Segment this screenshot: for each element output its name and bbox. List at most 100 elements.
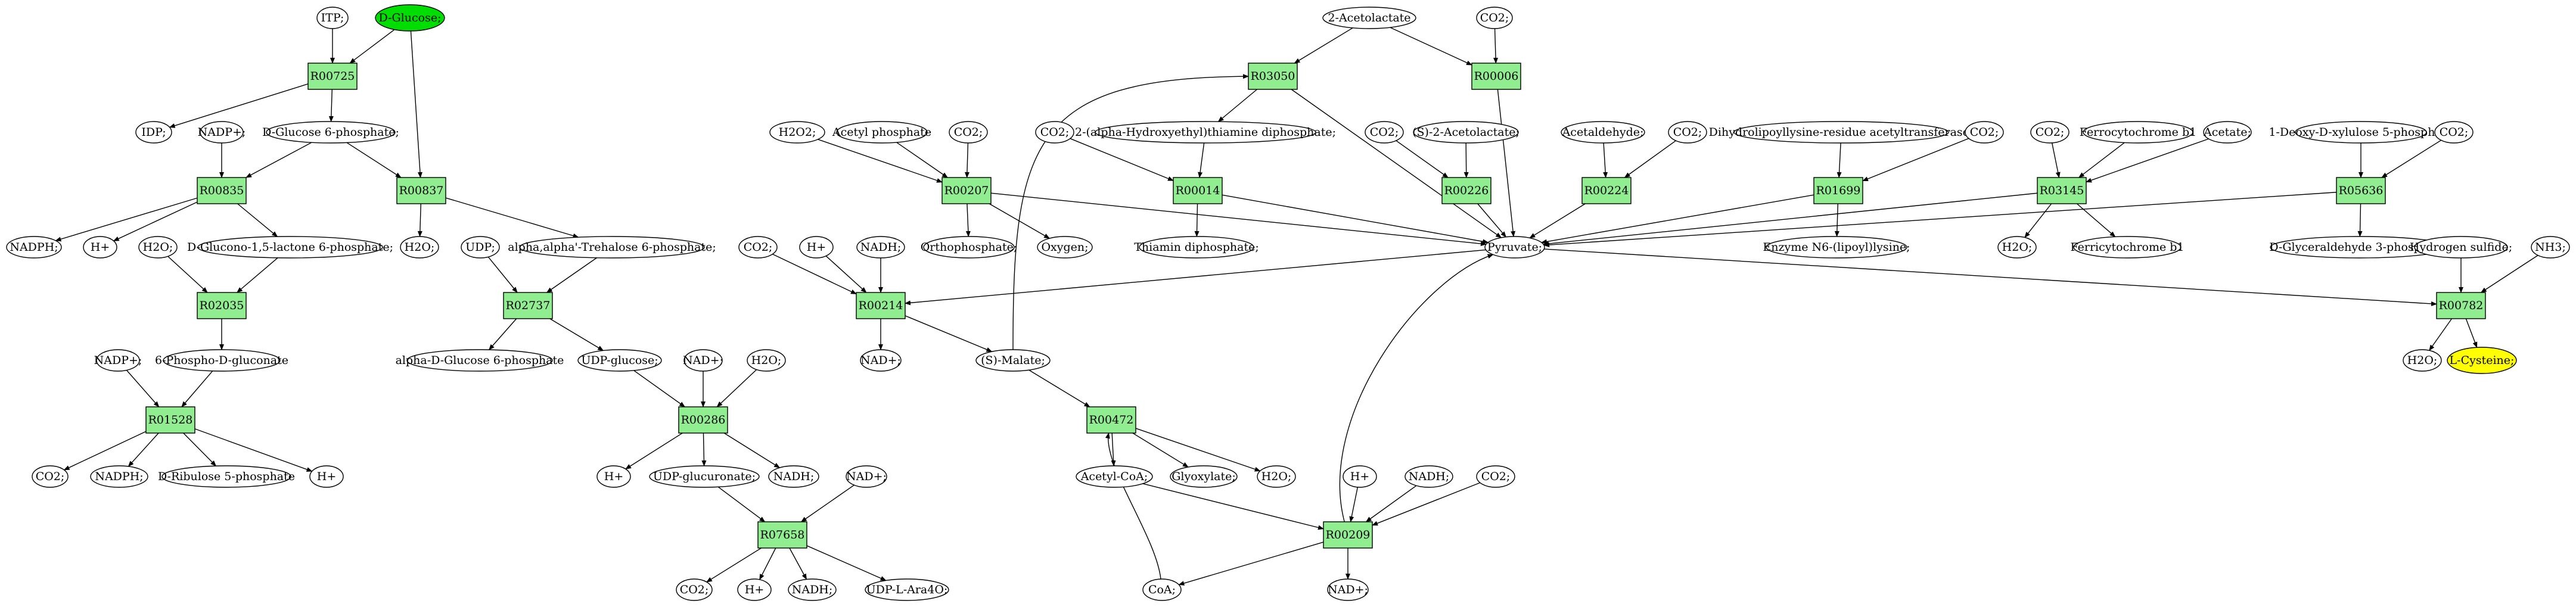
reaction-box <box>307 63 358 90</box>
compound-label: UDP-glucuronate; <box>653 470 756 483</box>
compound-ellipse <box>1095 121 1316 144</box>
reaction-node-r00837: R00837 <box>396 177 446 204</box>
compound-node-c-coa: CoA; <box>1142 578 1182 601</box>
compound-node-c-h2o3: H2O; <box>747 349 786 372</box>
nodes-layer: ITP;D-Glucose;R00725IDP;NADP+;D-Glucose … <box>6 4 2570 601</box>
edge-c_co2i-to-r03145 <box>2051 142 2061 178</box>
edge-c_acp-to-r00207 <box>896 142 948 178</box>
compound-label: CO2; <box>2440 126 2469 139</box>
compound-label: Ferricytochrome b1 <box>2070 241 2184 254</box>
compound-node-c-ag6p: alpha-D-Glucose 6-phosphate <box>396 349 564 372</box>
compound-ellipse <box>83 236 117 259</box>
compound-node-c-nadp1: NADP+; <box>198 121 246 144</box>
edge-c_mal-to-r03050 <box>1012 74 1249 350</box>
compound-label: H2O2; <box>779 126 816 139</box>
compound-label: CO2; <box>744 241 773 254</box>
compound-label: UDP-glucose; <box>581 354 658 367</box>
reaction-label: R05636 <box>2339 184 2384 197</box>
compound-label: CO2; <box>1481 470 1511 483</box>
compound-ellipse <box>577 349 662 372</box>
compound-label: H2O; <box>1261 470 1292 483</box>
edge-r00014-to-c_pyr <box>1222 194 1489 244</box>
compound-node-c-h2o5: H2O; <box>1257 465 1296 488</box>
reaction-box <box>1441 177 1491 204</box>
compound-ellipse <box>2434 121 2474 144</box>
reaction-label: R00782 <box>2439 299 2484 312</box>
reaction-node-r01699: R01699 <box>1813 177 1863 204</box>
compound-label: Acetyl-CoA; <box>1080 470 1148 483</box>
reaction-label: R00014 <box>1176 184 1220 197</box>
edge-r03145-to-c_h2o4 <box>2024 203 2052 238</box>
compound-ellipse <box>461 236 500 259</box>
compound-label: NAD+; <box>846 470 887 483</box>
edge-r00782-to-c_h2o6 <box>2429 318 2453 351</box>
edge-c_aclac-to-r00006 <box>1390 27 1472 66</box>
compound-node-c-acp: Acetyl phosphate <box>832 121 931 144</box>
compound-ellipse <box>1365 121 1404 144</box>
compound-label: (S)-2-Acetolactate; <box>1412 126 1520 139</box>
reaction-node-r02035: R02035 <box>197 292 247 319</box>
compound-node-c-itp: ITP; <box>316 7 349 29</box>
edge-c_udp-to-r02737 <box>487 256 518 293</box>
compound-ellipse <box>747 349 786 372</box>
compound-label: CO2; <box>2036 126 2065 139</box>
reaction-box <box>197 292 247 319</box>
edge-c_h6-to-r00209 <box>1349 487 1359 522</box>
edge-r00286-to-c_udpga <box>701 432 707 466</box>
edge-c_co2e-to-r00014 <box>1070 138 1174 181</box>
compound-node-c-hetpp: 2-(alpha-Hydroxyethyl)thiamine diphospha… <box>1075 121 1336 144</box>
compound-label: Glyoxylate; <box>1172 470 1236 483</box>
compound-ellipse <box>138 236 178 259</box>
compound-ellipse <box>2531 236 2570 259</box>
compound-ellipse <box>316 7 349 29</box>
compound-label: D-Ribulose 5-phosphate <box>158 470 295 483</box>
compound-node-c-co2c: CO2; <box>1476 7 1513 29</box>
compound-node-c-h2o1: H2O; <box>138 236 178 259</box>
compound-label: ITP; <box>321 11 344 24</box>
compound-ellipse <box>1668 121 1707 144</box>
compound-label: NADP+; <box>94 354 142 367</box>
reaction-label: R02737 <box>506 299 551 312</box>
compound-label: H2O; <box>751 354 782 367</box>
compound-ellipse <box>309 465 344 488</box>
edge-c_co2l-to-r00209 <box>1372 482 1481 526</box>
reaction-node-r00014: R00014 <box>1173 177 1223 204</box>
compound-label: NAD+; <box>860 354 901 367</box>
reaction-node-r00472: R00472 <box>1086 406 1136 434</box>
compound-ellipse <box>738 236 778 259</box>
reaction-box <box>2037 177 2087 204</box>
compound-node-c-nad1: NAD+; <box>683 349 723 372</box>
compound-node-c-liplys: Enzyme N6-(lipoyl)lysine; <box>1763 236 1910 259</box>
compound-node-c-fdxo: Ferricytochrome b1 <box>2070 236 2185 259</box>
compound-node-c-tre6p: alpha,alpha'-Trehalose 6-phosphate; <box>508 236 716 259</box>
compound-label: 2-Acetolactate <box>1328 11 1410 24</box>
edge-c_accoa-to-r00209 <box>1142 483 1324 530</box>
reaction-node-r00209: R00209 <box>1323 521 1373 549</box>
compound-node-c-h5: H+ <box>799 236 834 259</box>
compound-label: Acetyl phosphate <box>832 126 931 139</box>
reaction-box <box>197 177 247 204</box>
compound-ellipse <box>2083 121 2193 144</box>
edge-r00472-to-c_h2o5 <box>1135 428 1261 472</box>
edge-r00226-to-c_pyr <box>1477 203 1506 238</box>
compound-ellipse <box>519 236 705 259</box>
reaction-box <box>2336 177 2386 204</box>
compound-ellipse <box>1404 465 1453 488</box>
edge-r07658-to-c_h4 <box>759 547 776 580</box>
edge-r05636-to-c_pyr <box>1543 192 2337 248</box>
compound-node-c-udpg: UDP-glucose; <box>577 349 662 372</box>
compound-node-c-nh3: NH3; <box>2531 236 2570 259</box>
compound-ellipse <box>769 121 825 144</box>
compound-node-c-co2a: CO2; <box>32 465 69 488</box>
compound-label: Enzyme N6-(lipoyl)lysine; <box>1763 241 1910 254</box>
compound-node-c-co2f: CO2; <box>1365 121 1404 144</box>
reaction-node-r00214: R00214 <box>856 292 906 319</box>
compound-node-c-h2s: Hydrogen sulfide; <box>2410 236 2512 259</box>
edge-c_tre6p-to-r02737 <box>546 257 597 293</box>
edge-c_h5-to-r00214 <box>825 256 867 293</box>
compound-label: H2O; <box>405 241 435 254</box>
compound-label: NADP+; <box>198 126 246 139</box>
reaction-label: R00214 <box>859 299 903 312</box>
reaction-box <box>678 406 728 434</box>
edge-c_nh3-to-r00782 <box>2480 255 2538 293</box>
